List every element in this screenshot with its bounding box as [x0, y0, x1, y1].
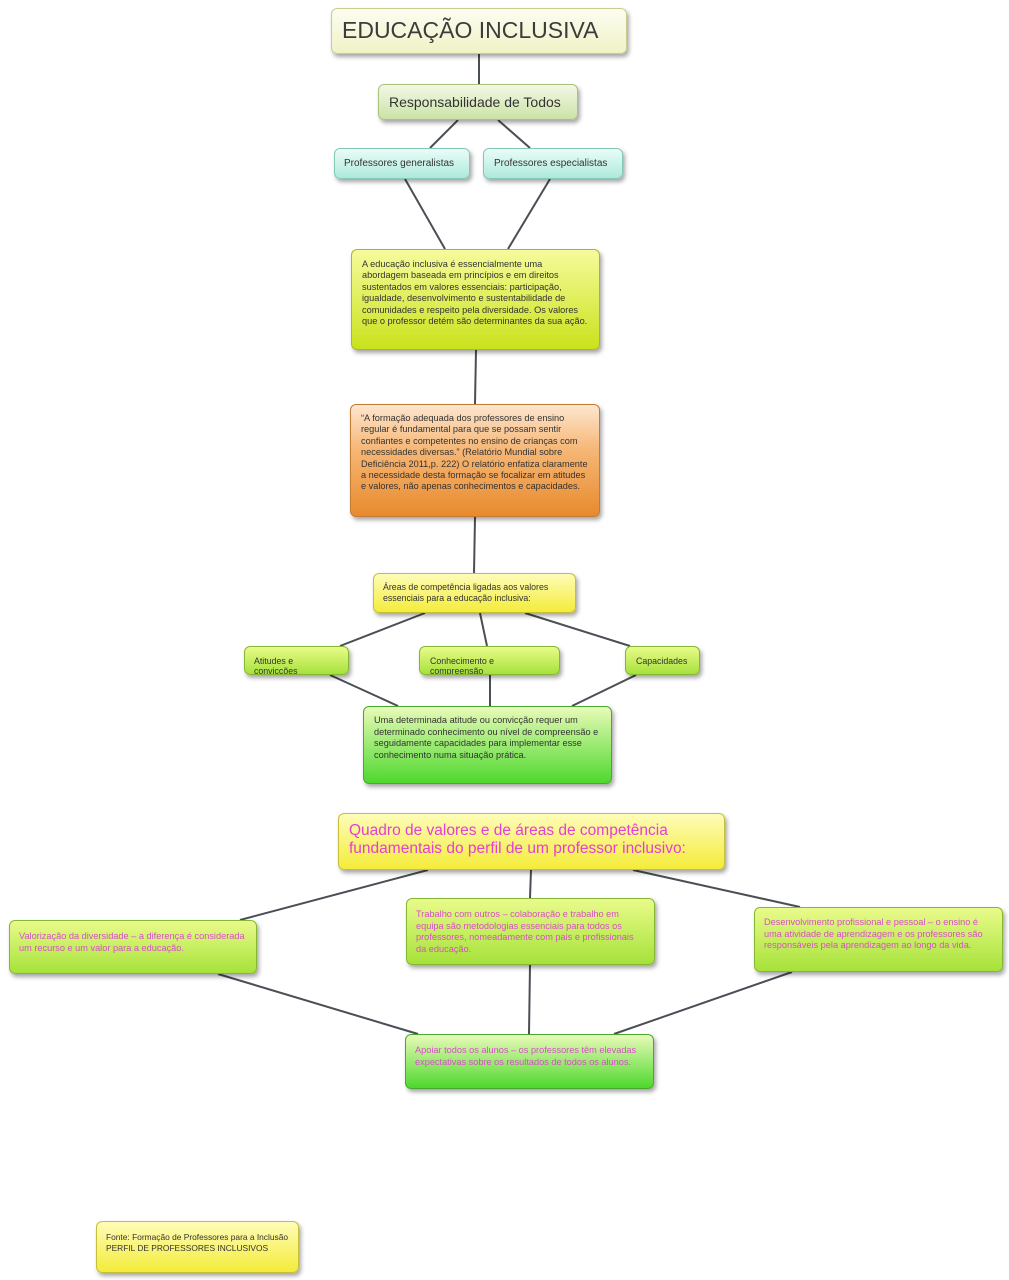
- node-desenvolvimento-profissional-text: Desenvolvimento profissional e pessoal –…: [764, 917, 983, 951]
- node-formacao-quote-text: “A formação adequada dos professores de …: [361, 413, 588, 492]
- node-professores-generalistas[interactable]: Professores generalistas: [334, 148, 470, 179]
- node-responsabilidade-text: Responsabilidade de Todos: [389, 94, 561, 110]
- node-desenvolvimento-profissional[interactable]: Desenvolvimento profissional e pessoal –…: [754, 907, 1003, 972]
- connector-quadro-desenvolvimento: [632, 869, 801, 908]
- node-atitude-desc-text: Uma determinada atitude ou convicção req…: [374, 715, 599, 760]
- node-quadro-valores[interactable]: Quadro de valores e de áreas de competên…: [338, 813, 725, 870]
- node-trabalho-com-outros-text: Trabalho com outros – colaboração e trab…: [416, 909, 634, 954]
- connector-responsabilidade-generalistas: [429, 119, 459, 149]
- connector-atitudes-desc: [329, 674, 399, 707]
- connector-quadro-trabalho: [529, 869, 532, 899]
- node-professores-generalistas-text: Professores generalistas: [344, 158, 455, 169]
- connector-areas-atitudes: [339, 612, 426, 647]
- node-atitudes-conviccoes-text: Atitudes e convicções: [254, 656, 298, 675]
- node-areas-competencia-text: Áreas de competência ligadas aos valores…: [383, 582, 549, 603]
- node-apoiar-todos-alunos[interactable]: Apoiar todos os alunos – os professores …: [405, 1034, 654, 1089]
- node-atitude-desc[interactable]: Uma determinada atitude ou convicção req…: [363, 706, 612, 784]
- connector-responsabilidade-especialistas: [497, 119, 531, 149]
- connector-valorizacao-apoiar: [217, 973, 419, 1035]
- node-professores-especialistas-text: Professores especialistas: [494, 158, 608, 169]
- fonte-line-2: PERFIL DE PROFESSORES INCLUSIVOS: [106, 1242, 269, 1253]
- node-quadro-valores-text: Quadro de valores e de áreas de competên…: [349, 822, 686, 857]
- connector-capacidades-desc: [571, 674, 637, 707]
- node-capacidades-text: Capacidades: [636, 656, 688, 666]
- connector-especialistas-edu: [507, 178, 551, 250]
- connector-formacao-areas: [473, 516, 476, 574]
- connector-edu-formacao: [474, 349, 477, 405]
- node-valorizacao-diversidade[interactable]: Valorização da diversidade – a diferença…: [9, 920, 257, 974]
- node-responsabilidade[interactable]: Responsabilidade de Todos: [378, 84, 578, 120]
- connector-areas-capacidades: [524, 612, 631, 647]
- connector-generalistas-edu: [404, 178, 446, 250]
- node-valorizacao-diversidade-text: Valorização da diversidade – a diferença…: [19, 931, 245, 953]
- fonte-line-1: Fonte: Formação de Professores para a In…: [106, 1232, 289, 1242]
- connector-areas-conhecimento: [479, 612, 488, 647]
- central-topic-title-text: EDUCAÇÃO INCLUSIVA: [342, 17, 599, 43]
- connector-trabalho-apoiar: [528, 964, 531, 1035]
- node-educacao-inclusiva-desc[interactable]: A educação inclusiva é essencialmente um…: [351, 249, 600, 350]
- node-fonte[interactable]: Fonte: Formação de Professores para a In…: [96, 1221, 299, 1273]
- central-topic-title[interactable]: EDUCAÇÃO INCLUSIVA: [331, 8, 627, 54]
- node-formacao-quote[interactable]: “A formação adequada dos professores de …: [350, 404, 600, 517]
- node-apoiar-todos-alunos-text: Apoiar todos os alunos – os professores …: [415, 1045, 637, 1067]
- connector-quadro-valorizacao: [239, 869, 429, 921]
- node-trabalho-com-outros[interactable]: Trabalho com outros – colaboração e trab…: [406, 898, 655, 965]
- node-conhecimento-compreensao[interactable]: Conhecimento e compreensão: [419, 646, 560, 675]
- node-professores-especialistas[interactable]: Professores especialistas: [483, 148, 623, 179]
- node-conhecimento-compreensao-text: Conhecimento e compreensão: [430, 656, 495, 675]
- node-capacidades[interactable]: Capacidades: [625, 646, 700, 675]
- node-educacao-inclusiva-desc-text: A educação inclusiva é essencialmente um…: [362, 259, 588, 327]
- node-areas-competencia[interactable]: Áreas de competência ligadas aos valores…: [373, 573, 576, 613]
- connector-desenvolvimento-apoiar: [613, 971, 793, 1035]
- node-atitudes-conviccoes[interactable]: Atitudes e convicções: [244, 646, 349, 675]
